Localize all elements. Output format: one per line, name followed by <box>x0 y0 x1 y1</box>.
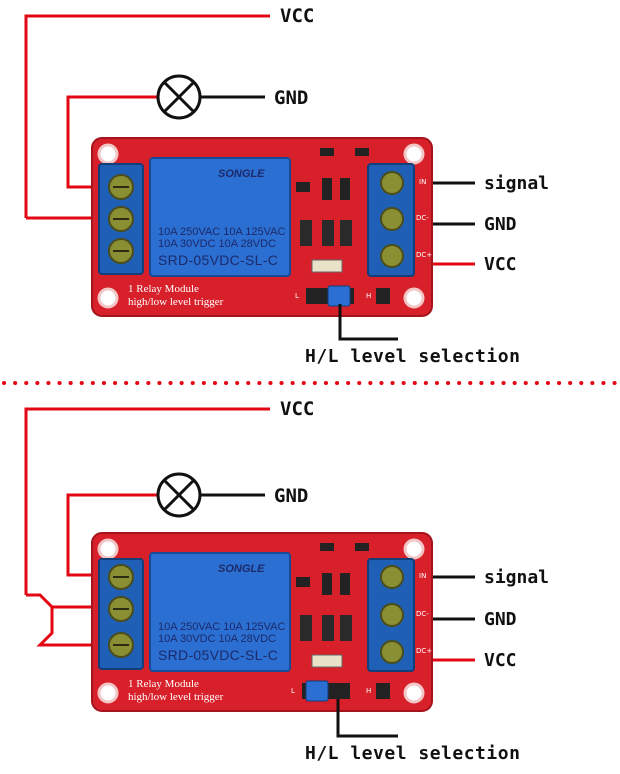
smd-component <box>340 178 350 200</box>
jumper-h-label: H <box>366 292 372 300</box>
relay-brand: SONGLE <box>218 563 265 575</box>
screw-terminal <box>380 244 404 268</box>
relay-body <box>149 157 291 277</box>
mount-hole <box>403 143 425 165</box>
vcc-right-label: VCC <box>484 650 517 671</box>
relay-rating-1: 10A 250VAC 10A 125VAC <box>158 621 286 633</box>
board-text-2: high/low level trigger <box>128 296 224 308</box>
smd-component <box>311 654 343 668</box>
wiring-svg-bottom <box>24 407 475 738</box>
smd-component <box>340 615 352 641</box>
smd-component <box>355 543 369 551</box>
vcc-right-label: VCC <box>484 254 517 275</box>
relay-rating-2: 10A 30VDC 10A 28VDC <box>158 238 277 250</box>
wiring-svg-top <box>24 14 475 341</box>
smd-component <box>300 220 312 246</box>
selection-pointer <box>336 699 398 738</box>
pin-dcp-label: DC+ <box>416 647 433 655</box>
signal-label: signal <box>484 173 550 194</box>
smd-component <box>320 543 334 551</box>
relay-model: SRD-05VDC-SL-C <box>158 252 279 268</box>
smd-component <box>296 577 310 587</box>
mount-hole <box>97 287 119 309</box>
gnd-lamp-label: GND <box>274 87 309 109</box>
dotted-separator <box>2 381 620 385</box>
jumper-cap <box>327 285 351 307</box>
lamp-wire-red <box>66 95 158 189</box>
jumper-l-label: L <box>295 292 299 300</box>
screw-terminal <box>380 207 404 231</box>
mount-hole <box>97 538 119 560</box>
screw-terminal <box>380 171 404 195</box>
pin-dcm-label: DC- <box>416 214 429 222</box>
vcc-top-label: VCC <box>280 398 315 420</box>
gnd-lamp-label: GND <box>274 485 309 507</box>
smd-component <box>322 615 334 641</box>
vcc-wire-left <box>24 14 270 218</box>
selection-label: H/L level selection <box>305 346 521 367</box>
relay-brand: SONGLE <box>218 168 265 180</box>
smd-component <box>320 148 334 156</box>
diagram-top: VCC GND signal GND VCC H/L level selecti… <box>0 0 620 380</box>
vcc-top-label: VCC <box>280 5 315 27</box>
relay-rating-2: 10A 30VDC 10A 28VDC <box>158 633 277 645</box>
screw-terminal <box>380 640 404 664</box>
pin-dcp-label: DC+ <box>416 251 433 259</box>
relay-rating-1: 10A 250VAC 10A 125VAC <box>158 226 286 238</box>
smd-component <box>311 259 343 273</box>
gnd-right-label: GND <box>484 609 517 630</box>
screw-terminal <box>380 603 404 627</box>
smd-component <box>322 573 332 595</box>
smd-component <box>296 182 310 192</box>
smd-component <box>355 148 369 156</box>
relay-model: SRD-05VDC-SL-C <box>158 647 279 663</box>
pin-in-label: IN <box>419 178 427 186</box>
mount-hole <box>403 538 425 560</box>
jumper-h-label: H <box>366 687 372 695</box>
pin-dcm-label: DC- <box>416 610 429 618</box>
board-text-1: 1 Relay Module <box>128 283 199 295</box>
mount-hole <box>97 143 119 165</box>
signal-label: signal <box>484 567 550 588</box>
diagram-bottom: VCC GND signal GND VCC H/L level selecti… <box>0 395 620 774</box>
lamp-wire-red <box>66 493 158 577</box>
vcc-wire-left <box>24 407 270 595</box>
smd-component <box>300 615 312 641</box>
board-text-1: 1 Relay Module <box>128 678 199 690</box>
smd-component <box>340 573 350 595</box>
smd-component <box>340 220 352 246</box>
selection-label: H/L level selection <box>305 743 521 764</box>
jumper-cap <box>376 288 390 304</box>
selection-pointer <box>338 304 398 341</box>
screw-terminal <box>380 565 404 589</box>
jumper-cap <box>305 680 329 702</box>
jumper-l-label: L <box>291 687 295 695</box>
smd-component <box>322 220 334 246</box>
gnd-right-label: GND <box>484 214 517 235</box>
board-text-2: high/low level trigger <box>128 691 224 703</box>
mount-hole <box>403 287 425 309</box>
mount-hole <box>403 682 425 704</box>
mount-hole <box>97 682 119 704</box>
vcc-wire-bridge <box>26 593 112 647</box>
relay-body <box>149 552 291 672</box>
smd-component <box>322 178 332 200</box>
pin-in-label: IN <box>419 572 427 580</box>
jumper-cap <box>376 683 390 699</box>
